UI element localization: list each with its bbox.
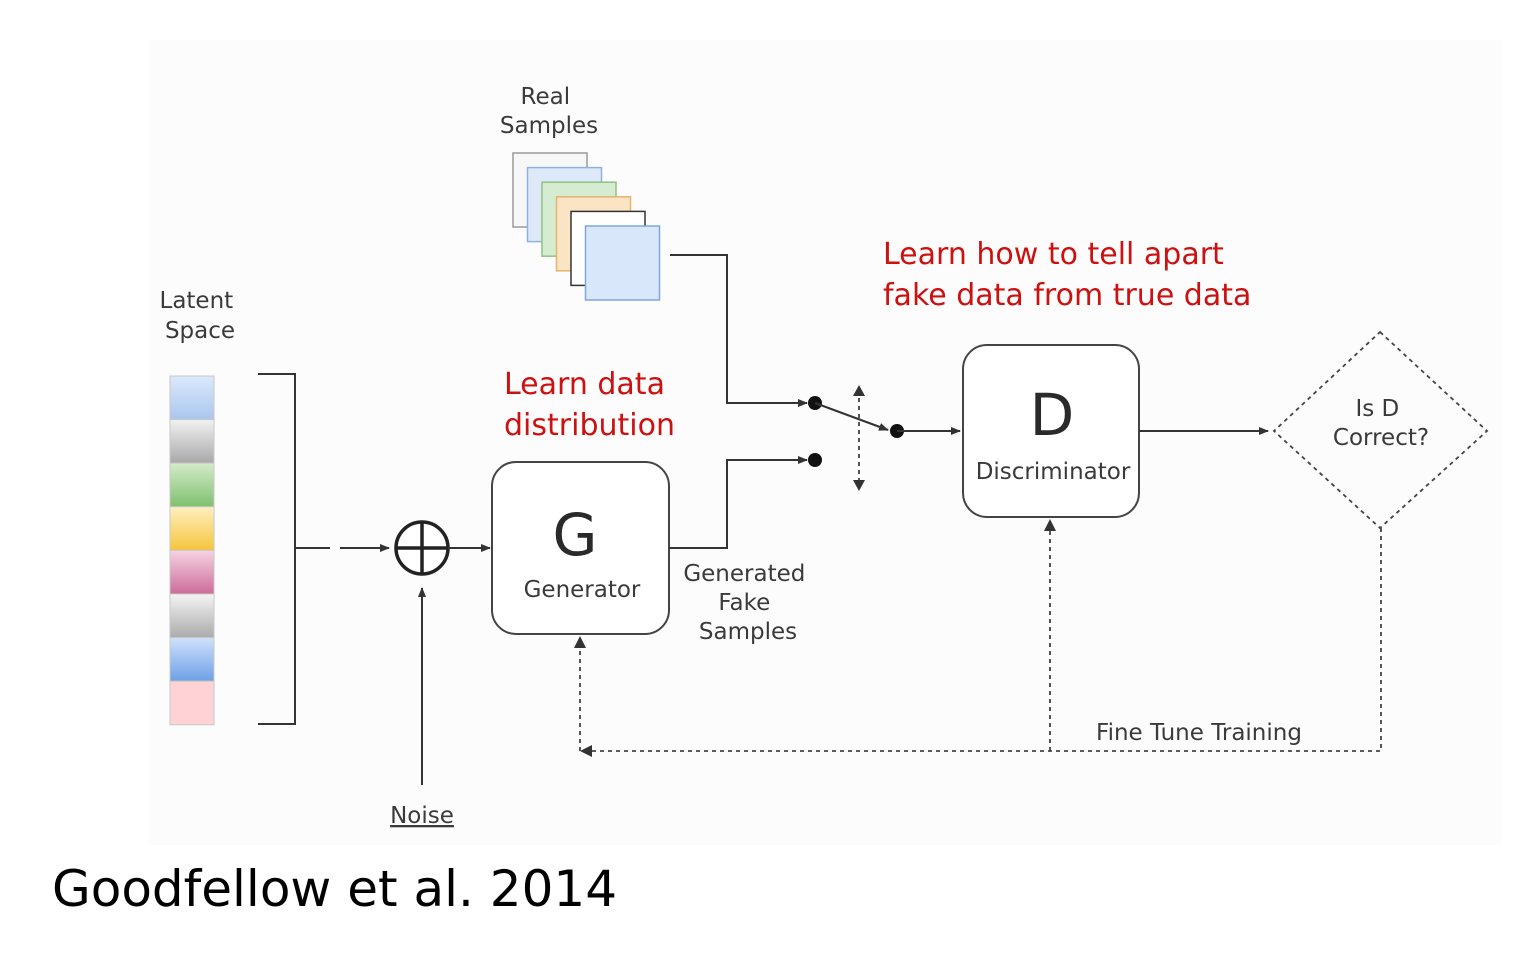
feedback-discriminator-arrow-icon xyxy=(1044,519,1056,531)
feedback-generator-arrow-icon xyxy=(574,636,586,648)
fine-tune-feedback-line xyxy=(592,528,1382,752)
real-samples-label: Real Samples xyxy=(500,84,598,139)
discriminator-annotation: Learn how to tell apart fake data from t… xyxy=(883,237,1251,313)
generator-annotation: Learn data distribution xyxy=(504,367,675,443)
latent-vector xyxy=(169,375,215,726)
latent-cell xyxy=(169,637,215,682)
discriminator-letter: D xyxy=(1030,381,1075,449)
is-d-correct-label: Is D Correct? xyxy=(1333,396,1429,451)
real-sample-card xyxy=(584,225,661,301)
is-d-correct-diamond xyxy=(1272,330,1489,530)
switch-lever xyxy=(814,402,889,431)
latent-cell xyxy=(169,593,215,639)
feedback-left-arrow-icon xyxy=(580,745,592,757)
citation: Goodfellow et al. 2014 xyxy=(52,860,618,918)
switch-up-arrow-icon xyxy=(853,385,865,396)
fine-tune-training-label: Fine Tune Training xyxy=(1096,720,1302,746)
latent-cell xyxy=(169,680,215,726)
latent-cell xyxy=(169,506,215,551)
discriminator-label: Discriminator xyxy=(976,459,1131,485)
switch-down-arrow-icon xyxy=(853,480,865,491)
generated-fake-samples-label: Generated Fake Samples xyxy=(683,561,812,645)
real-samples-stack xyxy=(512,152,661,301)
diagram-canvas: Real Samples Latent Space Noise Learn da… xyxy=(148,40,1502,845)
latent-cell xyxy=(169,462,215,508)
real-samples-path xyxy=(670,254,808,407)
diagram-background xyxy=(148,40,1502,845)
switch-contact-fake xyxy=(808,453,822,467)
latent-cell xyxy=(169,549,215,595)
generator-letter: G xyxy=(553,501,598,569)
latent-cell xyxy=(169,375,215,421)
sum-node-icon xyxy=(394,520,450,576)
fake-samples-path xyxy=(669,456,808,549)
latent-cell xyxy=(169,419,215,464)
generator-label: Generator xyxy=(524,577,641,603)
latent-space-label: Latent Space xyxy=(160,288,241,344)
noise-label: Noise xyxy=(390,803,454,829)
